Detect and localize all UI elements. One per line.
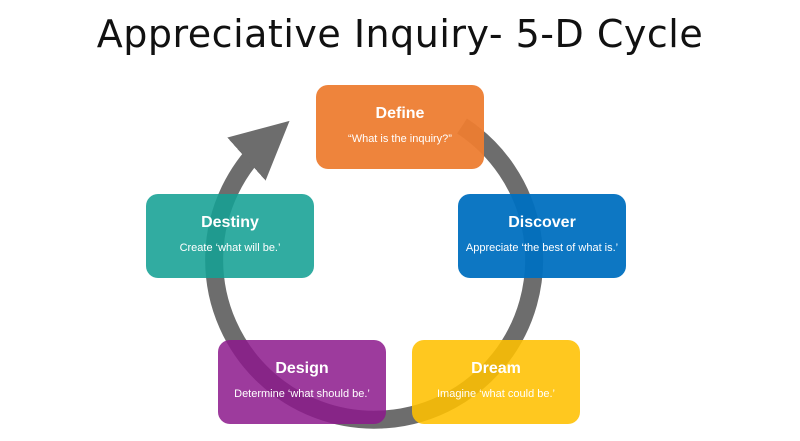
stage-design-desc: Determine ‘what should be.’ xyxy=(234,388,370,400)
stage-design-name: Design xyxy=(275,360,329,377)
stage-dream: Dream Imagine ‘what could be.’ xyxy=(412,340,580,424)
stage-define-desc: “What is the inquiry?” xyxy=(348,133,452,145)
stage-destiny: Destiny Create ‘what will be.’ xyxy=(146,194,314,278)
stage-dream-name: Dream xyxy=(471,360,521,377)
stage-define-name: Define xyxy=(375,105,425,122)
stage-design: Design Determine ‘what should be.’ xyxy=(218,340,386,424)
page-title: Appreciative Inquiry- 5-D Cycle xyxy=(96,12,704,56)
stage-define: Define “What is the inquiry?” xyxy=(316,85,484,169)
stage-destiny-desc: Create ‘what will be.’ xyxy=(179,242,281,254)
stage-destiny-name: Destiny xyxy=(201,214,259,231)
stage-discover-name: Discover xyxy=(508,214,576,231)
stage-discover: Discover Appreciate ‘the best of what is… xyxy=(458,194,626,278)
stage-dream-desc: Imagine ‘what could be.’ xyxy=(436,388,555,400)
stage-discover-desc: Appreciate ‘the best of what is.’ xyxy=(465,242,619,254)
